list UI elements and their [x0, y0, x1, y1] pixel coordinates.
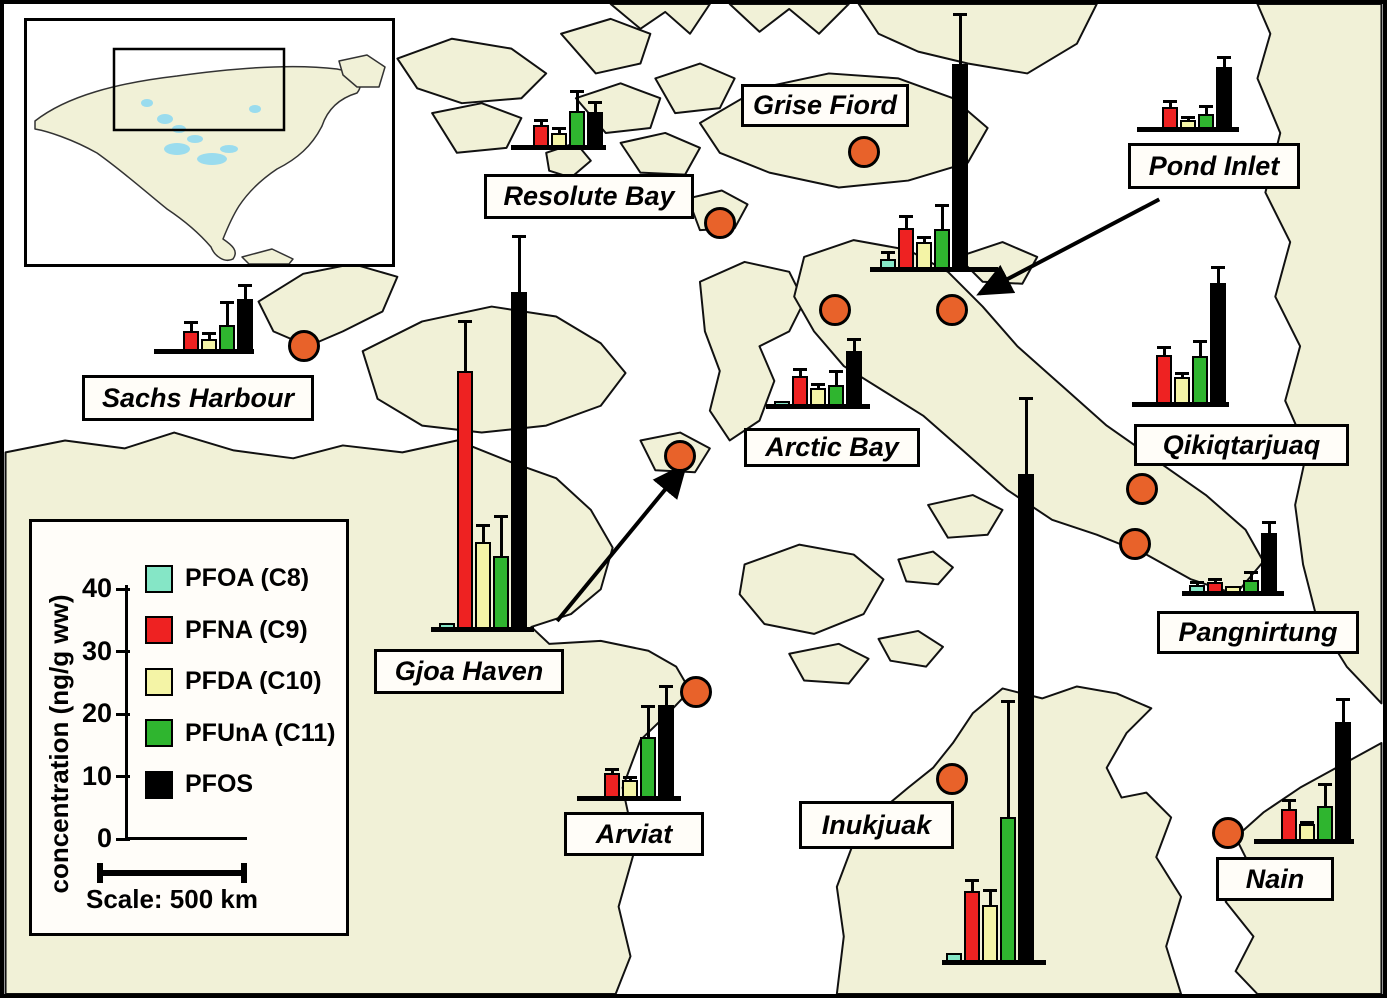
land-boothia	[698, 260, 806, 442]
legend-entry-pfda: PFDA (C10)	[145, 667, 322, 696]
land-greenland	[1256, 4, 1383, 705]
scale-bar-right-cap	[241, 863, 247, 883]
legend-label-pfna: PFNA (C9)	[185, 615, 308, 644]
legend-entry-pfna: PFNA (C9)	[145, 616, 308, 645]
inset-map	[24, 18, 395, 267]
scale-bar-label: Scale: 500 km	[85, 884, 258, 914]
land-king-william	[639, 431, 711, 474]
legend-box: concentration (ng/g ww) 0 10 20 30 40 PFOA (…	[29, 519, 349, 936]
inset-south-america	[241, 248, 294, 265]
y-tick-mark-30	[116, 650, 130, 653]
land-southampton	[738, 543, 885, 635]
inset-greenland	[338, 54, 386, 88]
legend-swatch-pfos	[145, 770, 173, 799]
y-tick-label-30: 30	[81, 635, 112, 666]
legend-swatch-pfuna	[145, 719, 173, 747]
land-banks-island	[257, 262, 399, 348]
legend-label-pfda: PFDA (C10)	[185, 667, 322, 695]
y-tick-label-0: 0	[96, 823, 112, 853]
land-quebec	[835, 685, 1183, 994]
legend-entry-pfos: PFOS	[145, 770, 253, 799]
land-labrador	[1224, 742, 1383, 994]
pond-inlet-arrow	[976, 197, 1161, 296]
scale-bar	[100, 870, 244, 876]
legend-entry-pfuna: PFUnA (C11)	[145, 719, 335, 748]
legend-entry-pfoa: PFOA (C8)	[145, 564, 309, 593]
scale-bar-left-cap	[97, 863, 103, 883]
y-tick-label-40: 40	[81, 573, 112, 603]
inset-north-america	[34, 65, 361, 261]
y-tick-mark-10	[116, 775, 130, 778]
land-baffin	[793, 239, 1265, 596]
y-tick-mark-0	[116, 837, 130, 841]
y-axis-title: concentration (ng/g ww)	[44, 594, 74, 894]
legend-label-pfos: PFOS	[185, 770, 254, 798]
x-axis-line	[125, 837, 247, 840]
legend-label-pfoa: PFOA (C8)	[185, 564, 310, 592]
land-cornwallis	[687, 189, 749, 232]
land-victoria-island	[361, 305, 627, 434]
y-tick-mark-40	[116, 587, 130, 591]
y-tick-label-20: 20	[81, 698, 112, 728]
inset-highlight-rect	[112, 47, 286, 132]
y-tick-mark-20	[116, 712, 130, 716]
y-tick-label-10: 10	[81, 760, 112, 791]
legend-swatch-pfoa	[145, 564, 173, 593]
legend-label-pfuna: PFUnA (C11)	[185, 718, 336, 747]
legend-swatch-pfna	[145, 616, 173, 644]
land-devon	[698, 72, 989, 189]
land-ellesmere	[857, 4, 1098, 75]
legend-swatch-pfda	[145, 667, 173, 696]
inset-lakes	[141, 99, 261, 165]
gjoa-haven-arrow	[555, 462, 688, 623]
